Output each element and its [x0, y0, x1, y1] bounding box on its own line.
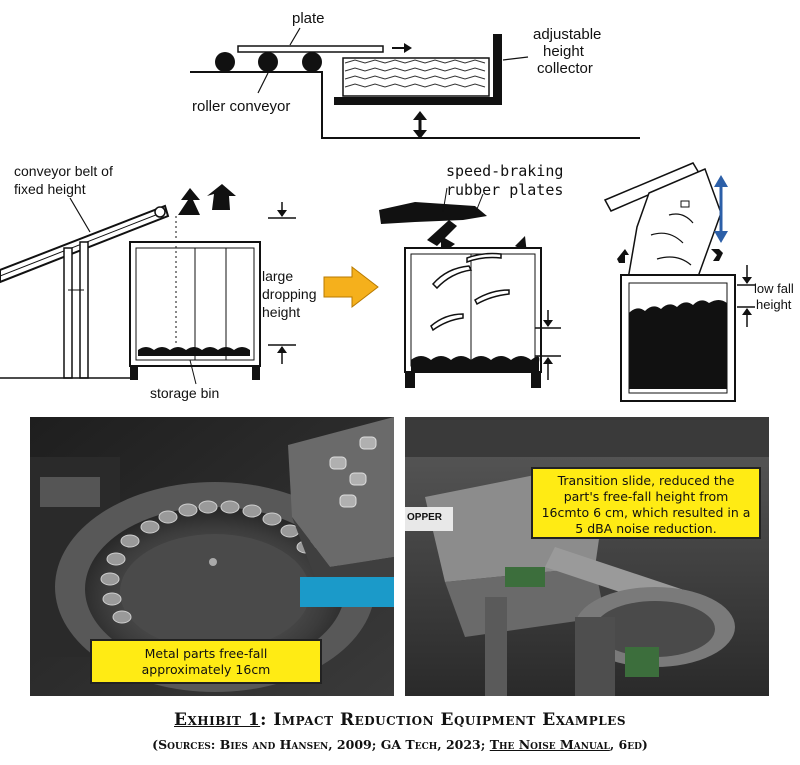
collector-wall	[493, 34, 502, 105]
transition-slide-callout: Transition slide, reduced the part's fre…	[531, 467, 761, 539]
roller-conveyor-label: roller conveyor	[192, 98, 291, 115]
noise-arrow	[207, 184, 236, 210]
vibratory-bowl-photo: Metal parts free-fall approximately 16cm	[30, 417, 394, 696]
transition-slide-illustration	[405, 417, 769, 696]
plate-label: plate	[292, 10, 325, 27]
roller-conveyor-diagram	[190, 27, 640, 139]
roller	[302, 52, 322, 72]
exhibit-number: Exhibit 1	[174, 710, 261, 730]
conveyor-belt-label-2: fixed height	[14, 181, 86, 197]
conveyor-outline	[190, 71, 640, 139]
storage-bin	[129, 241, 261, 380]
speed-braking-label: speed-braking	[446, 162, 564, 180]
collector-base	[334, 97, 502, 105]
stacked-plates	[342, 57, 490, 97]
collector-label: collector	[537, 60, 593, 77]
noise-arrow	[711, 249, 723, 261]
adjustable-label: adjustable	[533, 26, 602, 43]
roller	[215, 52, 235, 72]
storage-bin-braking	[404, 247, 542, 388]
dropping-height-label-2: dropping	[262, 286, 317, 302]
dropping-height-label-3: height	[262, 304, 301, 320]
transition-slide-photo: OPPER Transition slide, reduced the part…	[405, 417, 769, 696]
exhibit-sources: (Sources: Bies and Hansen, 2009; GA Tech…	[0, 737, 800, 752]
storage-bin-label: storage bin	[150, 385, 220, 401]
storage-bin-low	[620, 274, 736, 402]
roller	[258, 52, 278, 72]
exhibit-title: Exhibit 1: Impact Reduction Equipment Ex…	[0, 710, 800, 730]
adjustable-chute-diagram	[603, 162, 755, 402]
dropping-height-label: large	[262, 268, 294, 284]
conveyor-belt-label: conveyor belt of	[14, 163, 113, 179]
sources-prefix: (Sources: Bies and Hansen, 2009; GA Tech…	[152, 737, 490, 752]
transition-arrow-icon	[323, 265, 379, 309]
noise-arrow	[178, 188, 200, 215]
height-label: height	[543, 43, 584, 60]
exhibit-title-text: : Impact Reduction Equipment Examples	[260, 710, 626, 730]
sources-book: The Noise Manual	[489, 737, 610, 752]
rubber-plates-label: rubber plates	[446, 181, 564, 199]
speed-braking-diagram	[379, 187, 561, 388]
hopper-sign: OPPER	[407, 512, 443, 523]
fixed-conveyor-bin-diagram	[0, 184, 296, 385]
low-fall-label-2: height	[756, 297, 792, 312]
low-fall-label: low fall	[754, 281, 794, 296]
free-fall-callout: Metal parts free-fall approximately 16cm	[90, 639, 322, 684]
sources-suffix: , 6ed)	[609, 737, 648, 752]
plate	[237, 45, 384, 53]
noise-arrow	[617, 249, 629, 263]
